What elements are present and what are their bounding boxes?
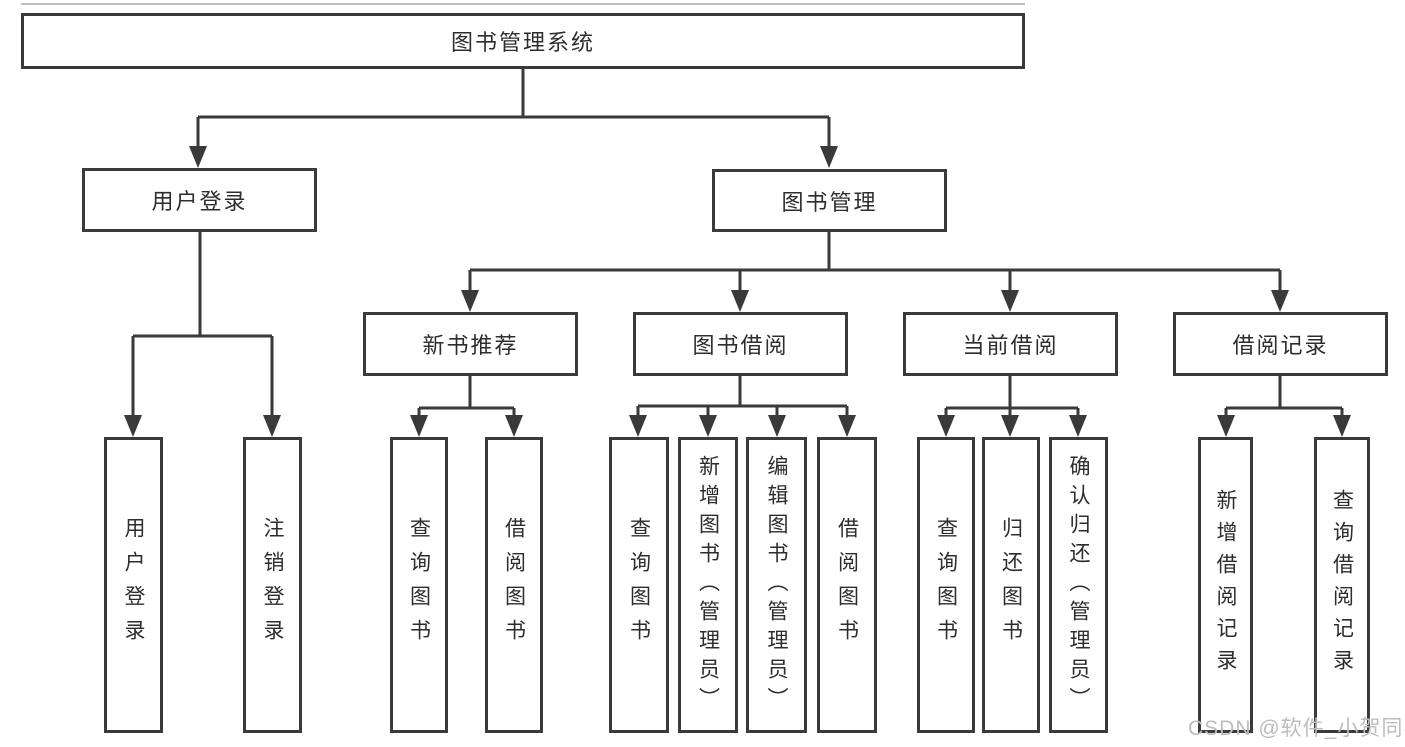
leaf-add-books-admin: 新增图书（管理员） — [678, 437, 738, 733]
leaf-query-borrow-record: 查询借阅记录 — [1314, 437, 1370, 733]
leaf-borrow-books-recommend-label: 借阅图书 — [502, 517, 526, 653]
leaf-query-books-recommend-label: 查询图书 — [407, 517, 431, 653]
csdn-watermark: CSDN @软件_小贺同学 — [1188, 717, 1405, 740]
node-current-borrowing: 当前借阅 — [903, 312, 1118, 376]
leaf-add-borrow-record-label: 新增借阅记录 — [1214, 489, 1237, 681]
leaf-user-login: 用户登录 — [104, 437, 163, 733]
leaf-borrow-books: 借阅图书 — [817, 437, 877, 733]
node-book-management: 图书管理 — [712, 169, 947, 232]
leaf-query-books-recommend: 查询图书 — [390, 437, 448, 733]
leaf-query-books-borrowing: 查询图书 — [609, 437, 669, 733]
leaf-borrow-books-recommend: 借阅图书 — [485, 437, 543, 733]
leaf-confirm-return-admin-label: 确认归还（管理员） — [1067, 454, 1090, 716]
leaf-query-books-borrowing-label: 查询图书 — [627, 517, 651, 653]
leaf-confirm-return-admin: 确认归还（管理员） — [1049, 437, 1108, 733]
leaf-query-borrow-record-label: 查询借阅记录 — [1330, 489, 1354, 681]
leaf-logout: 注销登录 — [243, 437, 302, 733]
leaf-edit-books-admin-label: 编辑图书（管理员） — [765, 454, 788, 716]
leaf-add-borrow-record: 新增借阅记录 — [1198, 437, 1253, 733]
leaf-logout-label: 注销登录 — [261, 517, 284, 653]
leaf-return-books: 归还图书 — [982, 437, 1040, 733]
leaf-borrow-books-label: 借阅图书 — [835, 517, 859, 653]
leaf-add-books-admin-label: 新增图书（管理员） — [696, 454, 720, 716]
node-book-management-system: 图书管理系统 — [21, 13, 1025, 69]
node-new-book-recommend: 新书推荐 — [363, 312, 578, 376]
leaf-query-books-current: 查询图书 — [917, 437, 975, 733]
node-user-login: 用户登录 — [82, 168, 317, 232]
leaf-return-books-label: 归还图书 — [999, 517, 1023, 653]
leaf-user-login-label: 用户登录 — [122, 517, 145, 653]
leaf-query-books-current-label: 查询图书 — [934, 517, 958, 653]
node-book-borrowing: 图书借阅 — [633, 312, 848, 376]
node-borrowing-records: 借阅记录 — [1173, 312, 1388, 376]
top-edge-line — [21, 3, 1025, 5]
leaf-edit-books-admin: 编辑图书（管理员） — [746, 437, 807, 733]
